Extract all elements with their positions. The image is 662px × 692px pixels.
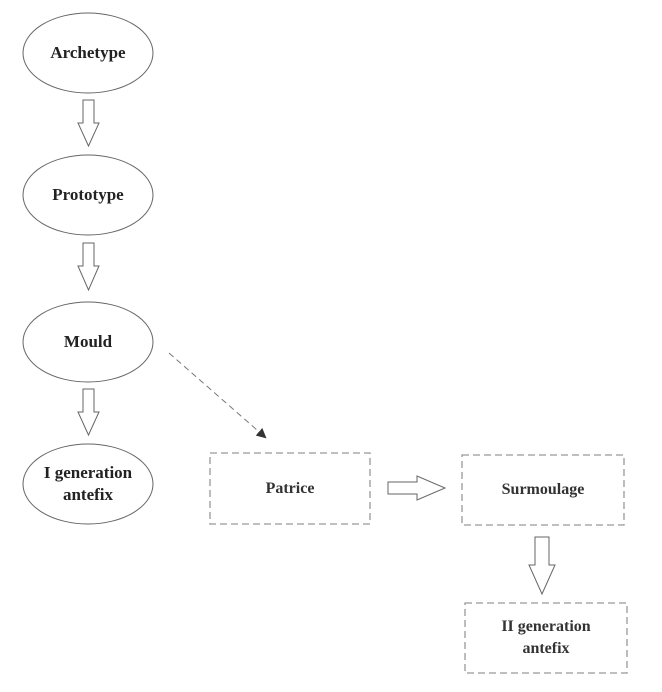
first-generation-node (22, 443, 154, 525)
archetype-node (22, 12, 154, 94)
second-generation-node (464, 602, 628, 674)
label-line: antefix (62, 485, 114, 504)
archetype-label: Archetype (50, 43, 126, 62)
right-arrow-icon (387, 475, 447, 501)
dashed-arrow (168, 352, 267, 439)
patrice-label: Patrice (265, 479, 315, 497)
label-line: antefix (522, 640, 570, 657)
down-arrow-icon (77, 388, 100, 437)
prototype-node (22, 154, 154, 236)
surmoulage-label: Surmoulage (501, 481, 585, 498)
down-arrow-icon (77, 242, 100, 292)
mould-label: Mould (63, 332, 113, 351)
mould-node (22, 301, 154, 383)
down-arrow-icon (77, 99, 100, 148)
label-line: I generation (43, 463, 133, 482)
first-generation-label: I generation antefix (23, 444, 153, 524)
second-generation-label: II generation antefix (465, 603, 627, 673)
label-line: II generation (501, 618, 591, 635)
surmoulage-node (461, 454, 625, 526)
patrice-node (209, 452, 371, 525)
down-arrow-icon (528, 536, 556, 596)
prototype-label: Prototype (52, 185, 124, 204)
